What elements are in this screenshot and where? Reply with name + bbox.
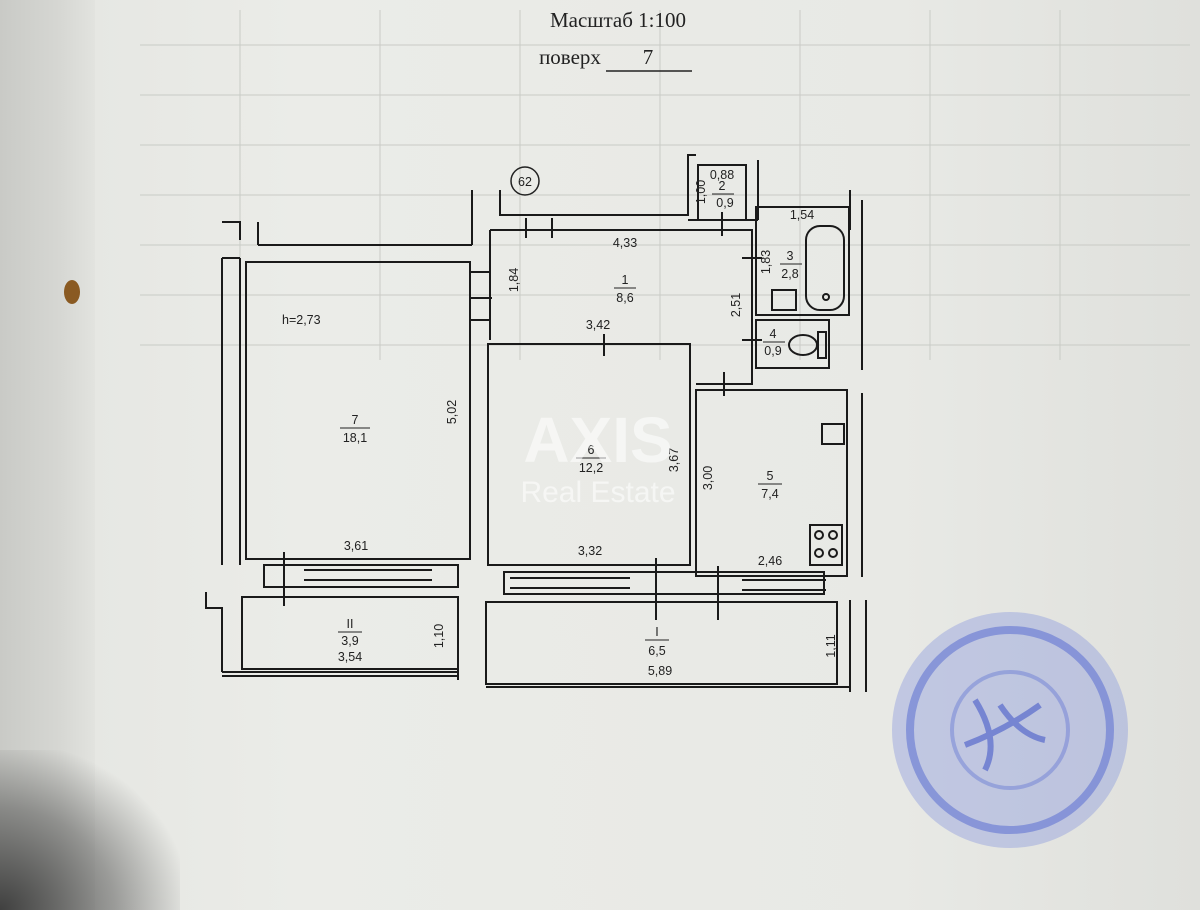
room-5-outline <box>695 389 848 577</box>
room-5-area: 7,4 <box>761 487 778 501</box>
background-grid <box>140 10 1190 360</box>
marker-number: 62 <box>518 175 532 189</box>
walls <box>205 154 867 692</box>
dim-r7-width: 3,61 <box>344 539 368 553</box>
dim-balcony-II-width: 3,54 <box>338 650 362 664</box>
dim-r7-height: 5,02 <box>445 400 459 424</box>
room-6-outline <box>487 343 691 566</box>
dim-r6-top: 3,42 <box>586 318 610 332</box>
dim-r3-width: 1,54 <box>790 208 814 222</box>
floor-label: поверх <box>539 45 601 69</box>
floor-value: 7 <box>643 45 654 69</box>
dim-r2-height: 1,00 <box>694 180 708 204</box>
room-4-area: 0,9 <box>764 344 781 358</box>
room-3-number: 3 <box>787 249 794 263</box>
scale-label: Масштаб 1:100 <box>550 8 686 32</box>
room-2-area: 0,9 <box>716 196 733 210</box>
room-1-area: 8,6 <box>616 291 633 305</box>
binder-hole <box>64 280 80 304</box>
room-2-number: 2 <box>719 179 726 193</box>
dim-balcony-I-height: 1,11 <box>824 634 838 657</box>
room-3-outline <box>755 206 850 316</box>
dim-r1-right: 2,51 <box>729 293 743 317</box>
photo-shadow <box>0 750 180 910</box>
dimension-labels: h=2,73 4,33 1,84 2,51 3,42 0,88 1,00 1,5… <box>282 168 838 678</box>
dim-r2-width: 0,88 <box>710 168 734 182</box>
dim-r1-height: 1,84 <box>507 268 521 292</box>
room-3-area: 2,8 <box>781 267 798 281</box>
dim-r5-height: 3,00 <box>701 466 715 490</box>
room-6-number: 6 <box>588 443 595 457</box>
room-4-outline <box>755 319 830 369</box>
room-7-area: 18,1 <box>343 431 367 445</box>
balcony-I-number: I <box>655 625 658 639</box>
dim-r6-width: 3,32 <box>578 544 602 558</box>
room-7-outline <box>245 261 471 560</box>
dim-r5-width: 2,46 <box>758 554 782 568</box>
balcony-II-area: 3,9 <box>341 634 358 648</box>
dim-r1-width: 4,33 <box>613 236 637 250</box>
stamp-seal <box>892 612 1128 848</box>
room-4-number: 4 <box>770 327 777 341</box>
room-6-area: 12,2 <box>579 461 603 475</box>
balcony-I-outline <box>485 601 838 685</box>
marker-circle <box>510 166 540 196</box>
room-5-number: 5 <box>767 469 774 483</box>
dim-r6-height: 3,67 <box>667 448 681 472</box>
dim-r3-height: 1,83 <box>759 250 773 274</box>
ceiling-height-note: h=2,73 <box>282 313 321 327</box>
dim-balcony-II-height: 1,10 <box>432 624 446 648</box>
watermark-sub: Real Estate <box>520 476 675 509</box>
balcony-I-area: 6,5 <box>648 644 665 658</box>
room-7-number: 7 <box>352 413 359 427</box>
watermark-brand: AXIS <box>523 404 672 476</box>
room-1-number: 1 <box>622 273 629 287</box>
dim-balcony-I-width: 5,89 <box>648 664 672 678</box>
room-labels: 1 8,6 2 0,9 3 2,8 4 0,9 5 7,4 6 12,2 7 1… <box>338 179 802 658</box>
balcony-II-number: II <box>347 617 354 631</box>
